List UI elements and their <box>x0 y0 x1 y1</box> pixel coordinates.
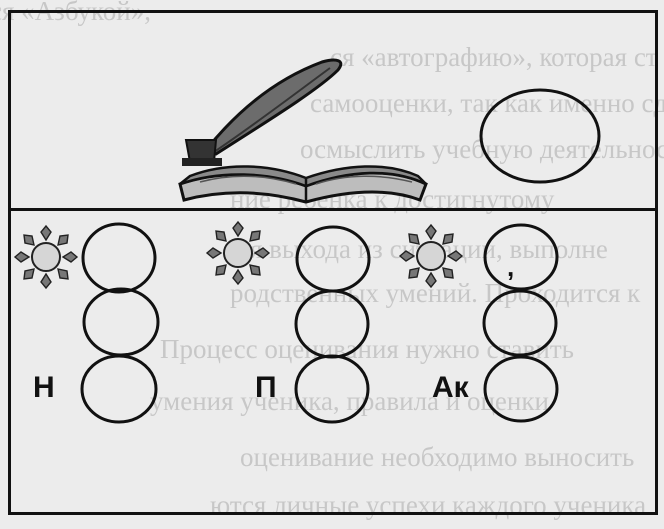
answer-circle[interactable] <box>485 225 557 289</box>
sun-icon <box>15 226 77 288</box>
answer-circle[interactable] <box>297 227 369 291</box>
column-label: Ак <box>432 371 469 405</box>
answer-circle[interactable] <box>296 356 368 422</box>
column-label: П <box>255 371 277 405</box>
answer-circle[interactable] <box>84 289 158 355</box>
self-assessment-circle[interactable] <box>481 90 599 182</box>
column-label: Н <box>33 371 55 405</box>
sun-icon <box>207 222 269 284</box>
answer-circle[interactable] <box>296 291 368 357</box>
answer-circle[interactable] <box>82 356 156 422</box>
sun-icon <box>400 225 462 287</box>
quill-icon <box>182 60 341 166</box>
comma-mark: , <box>507 252 514 283</box>
answer-circle[interactable] <box>485 357 557 421</box>
open-book-icon <box>180 166 426 202</box>
answer-circle[interactable] <box>484 291 556 355</box>
answer-circle[interactable] <box>83 224 155 292</box>
